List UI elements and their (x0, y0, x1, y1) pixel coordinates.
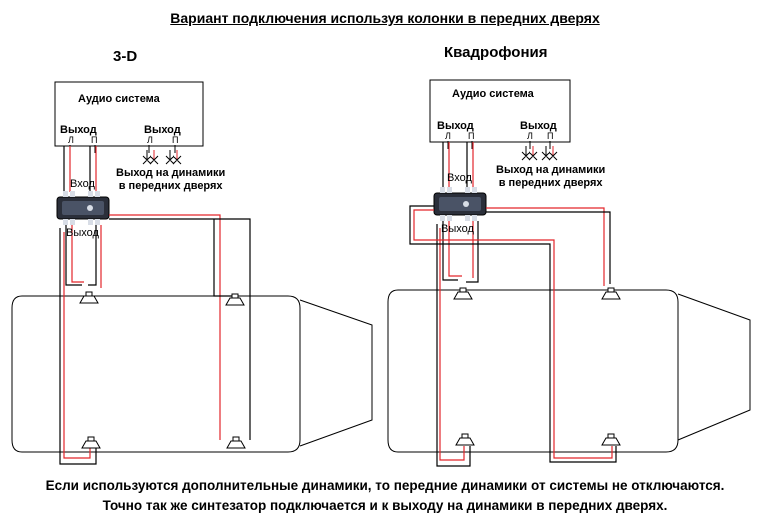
module-output-label-left: Выход (66, 227, 99, 239)
front-output-note-left: Выход на динамики в передних дверях (116, 167, 226, 192)
channel-r-left: П (91, 135, 98, 145)
front-output-stubs-right (521, 146, 558, 161)
audio-unit-right (429, 79, 571, 143)
channel-l-left-2: Л (147, 135, 153, 145)
page-title: Вариант подключения используя колонки в … (170, 10, 600, 26)
audio-unit-label-right: Аудио система (452, 88, 534, 100)
wires-module-to-speakers-left (59, 214, 251, 465)
heading-quadrophony: Квадрофония (444, 44, 548, 61)
audio-unit-left (54, 81, 204, 147)
speakers-right (453, 287, 621, 446)
channel-l-left: Л (68, 135, 74, 145)
car-hood-left (299, 299, 373, 447)
output-label-right-1: Выход (437, 120, 474, 132)
front-output-stubs-left (142, 150, 182, 165)
channel-r-right-2: П (547, 131, 554, 141)
channel-r-left-2: П (172, 135, 179, 145)
channel-l-right: Л (445, 131, 451, 141)
footer-line-2: Точно так же синтезатор подключается и к… (102, 498, 668, 513)
car-body-right (387, 289, 679, 453)
module-input-label-right: Вход (447, 172, 472, 184)
unit-output-pins-right (447, 141, 551, 149)
output-label-left-1: Выход (60, 124, 97, 136)
module-input-label-left: Вход (70, 178, 95, 190)
front-output-note-right: Выход на динамики в передних дверях (496, 164, 606, 189)
wires-unit-to-module-left (63, 146, 97, 192)
wires-module-to-speakers-right (409, 205, 617, 467)
module-output-label-right: Выход (441, 223, 474, 235)
speakers-left (79, 291, 246, 449)
footer-line-1: Если используются дополнительные динамик… (45, 478, 725, 493)
wires-unit-to-module-right (442, 142, 474, 188)
channel-r-right: П (468, 131, 475, 141)
output-label-left-2: Выход (144, 124, 181, 136)
car-body-left (11, 295, 301, 453)
output-label-right-2: Выход (520, 120, 557, 132)
channel-l-right-2: Л (527, 131, 533, 141)
car-hood-right (677, 293, 751, 441)
heading-3d: 3-D (113, 48, 138, 65)
audio-unit-label-left: Аудио система (78, 93, 160, 105)
